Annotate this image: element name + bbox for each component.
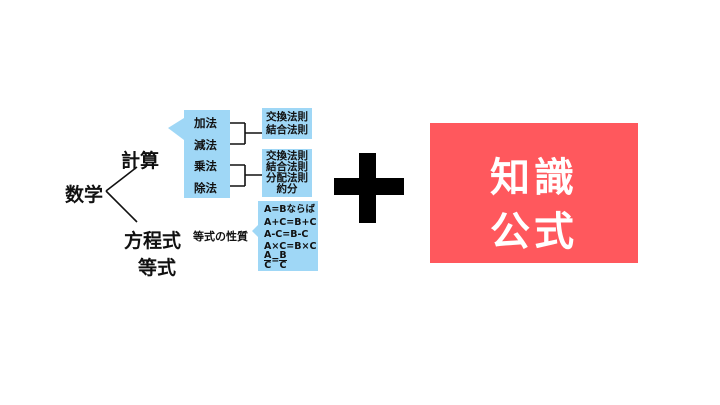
formula-label: 公式 (490, 209, 578, 255)
plus-icon-bar (334, 178, 404, 195)
root-to-equation-line (105, 190, 138, 223)
root-label: 数学 (65, 184, 104, 206)
laws-add-box (262, 108, 312, 139)
knowledge-box: 知識 公式 (430, 123, 638, 263)
root-to-calc-line (105, 166, 138, 192)
op-division: 除法 (194, 181, 217, 195)
equality-mul: A×C=B×C (264, 241, 317, 252)
equality-sub: A-C=B-C (264, 229, 309, 240)
law-associative-add: 結合法則 (266, 124, 308, 136)
op-addition: 加法 (194, 116, 217, 130)
equality-label: 等式 (138, 257, 177, 279)
calc-label: 計算 (121, 150, 160, 172)
equality-if: A=Bならば (264, 204, 316, 215)
operations-panel (168, 110, 230, 198)
law-commutative-add: 交換法則 (266, 111, 308, 123)
laws-mul-box (262, 149, 312, 197)
op-subtraction: 減法 (194, 138, 217, 152)
equality-add: A+C=B+C (264, 217, 317, 228)
law-reduction: 約分 (276, 183, 298, 195)
law-commutative-mul: 交換法則 (266, 150, 308, 162)
op-multiplication: 乗法 (194, 159, 217, 173)
law-associative-mul: 結合法則 (266, 161, 308, 173)
law-distributive: 分配法則 (266, 172, 308, 184)
equality-panel (252, 201, 318, 271)
knowledge-label: 知識 (490, 155, 578, 201)
equation-label: 方程式 (124, 230, 182, 252)
equality-property-label: 等式の性質 (193, 230, 248, 243)
